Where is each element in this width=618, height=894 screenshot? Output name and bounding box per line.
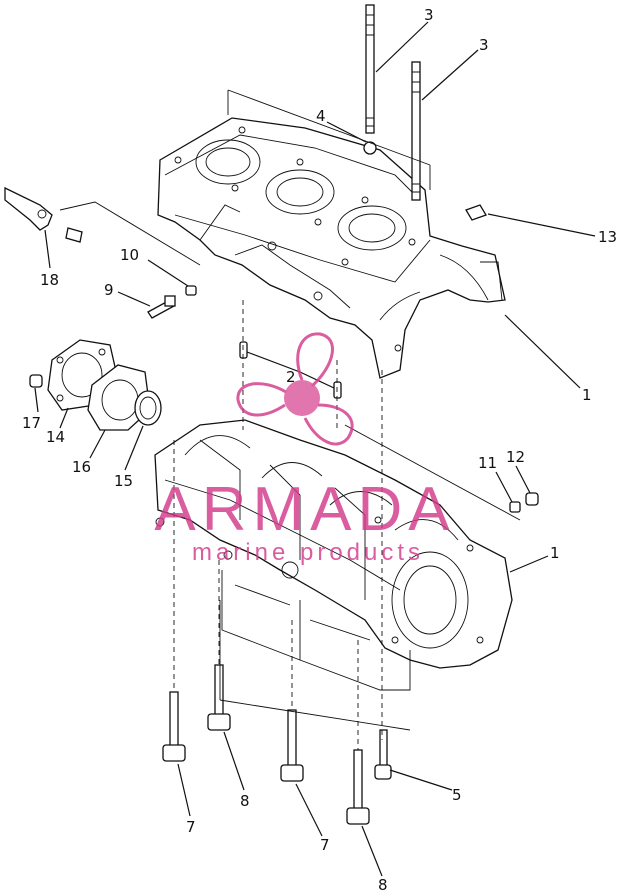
callout-11: 11 bbox=[478, 454, 497, 472]
through-studs bbox=[363, 4, 487, 221]
watermark-brand: ARMADA bbox=[154, 475, 455, 544]
callout-14: 14 bbox=[46, 428, 65, 446]
callout-8-left: 8 bbox=[240, 792, 250, 810]
callout-15: 15 bbox=[114, 472, 133, 490]
callout-3-lower: 3 bbox=[479, 36, 489, 54]
callout-numbers: 3 3 4 13 10 9 18 1 2 17 14 16 15 11 12 1… bbox=[22, 6, 617, 894]
callout-8-right: 8 bbox=[378, 876, 388, 894]
callout-1-upper: 1 bbox=[582, 386, 592, 404]
watermark-tagline: marine products bbox=[192, 539, 424, 566]
callout-9: 9 bbox=[104, 281, 114, 299]
callout-4: 4 bbox=[316, 107, 326, 125]
bottom-bolts bbox=[162, 664, 392, 825]
callout-7-left: 7 bbox=[186, 818, 196, 836]
small-fittings bbox=[147, 285, 539, 513]
callout-1-lower: 1 bbox=[550, 544, 560, 562]
propeller-logo-icon bbox=[236, 332, 354, 446]
leader-lines bbox=[34, 21, 596, 877]
callout-12: 12 bbox=[506, 448, 525, 466]
callout-13: 13 bbox=[598, 228, 617, 246]
callout-18: 18 bbox=[40, 271, 59, 289]
callout-10: 10 bbox=[120, 246, 139, 264]
callout-17: 17 bbox=[22, 414, 41, 432]
side-cover-parts bbox=[4, 186, 162, 431]
upper-crankcase bbox=[157, 117, 506, 379]
callout-2: 2 bbox=[286, 368, 296, 386]
callout-3-upper: 3 bbox=[424, 6, 434, 24]
callout-5: 5 bbox=[452, 786, 462, 804]
watermark: ARMADA marine products bbox=[154, 332, 455, 566]
lower-crankcase bbox=[154, 419, 513, 691]
alignment-lines bbox=[59, 89, 521, 750]
callout-7-right: 7 bbox=[320, 836, 330, 854]
callout-16: 16 bbox=[72, 458, 91, 476]
